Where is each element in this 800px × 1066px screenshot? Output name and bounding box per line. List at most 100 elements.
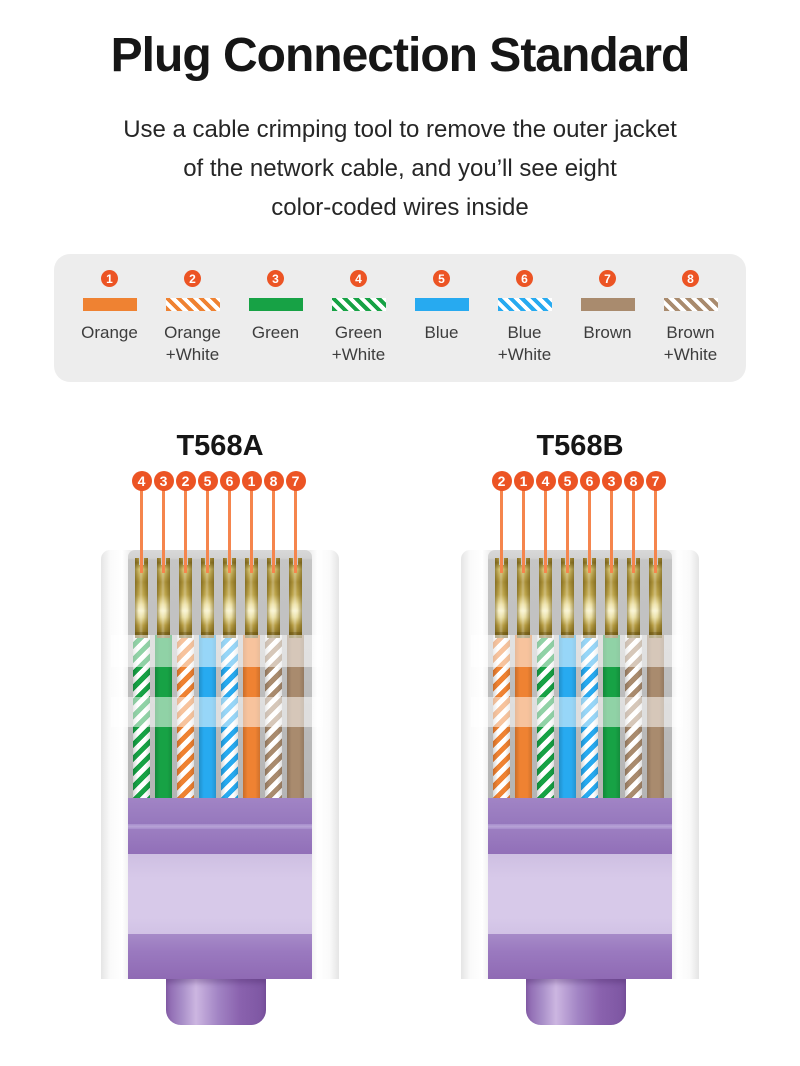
pin-number-badge: 4 xyxy=(535,471,556,491)
pin-number-badge: 5 xyxy=(557,471,578,491)
cable-jacket-band xyxy=(128,829,312,854)
cable-boot xyxy=(526,979,626,1025)
legend-label-line: Orange xyxy=(81,323,138,342)
legend-label-line: Green xyxy=(251,323,300,342)
pin-number-badge: 8 xyxy=(623,471,644,491)
plug-body xyxy=(461,550,699,979)
legend-label-line: +White xyxy=(497,345,552,364)
legend-label: Brown xyxy=(583,322,631,344)
pin-number-badge: 2 xyxy=(175,471,196,491)
legend-label: Green +White xyxy=(332,322,385,366)
cable-jacket-band xyxy=(488,798,672,824)
pin-leader-line xyxy=(206,490,209,573)
connector-title: T568A xyxy=(176,430,264,462)
pin-leader-line xyxy=(654,490,657,573)
pin-leader-line xyxy=(588,490,591,573)
pin-leader-line xyxy=(162,490,165,573)
pin-leader-line xyxy=(566,490,569,573)
page-subtitle: Use a cable crimping tool to remove the … xyxy=(0,110,800,227)
legend-label: Blue xyxy=(424,322,458,344)
wire-color-swatch xyxy=(497,298,552,311)
pin-number-badge: 8 xyxy=(263,471,284,491)
pin-leader-line xyxy=(522,490,525,573)
wire-number-badge: 6 xyxy=(516,270,533,287)
cable-jacket-band xyxy=(128,934,312,979)
pin-leader-line xyxy=(544,490,547,573)
legend-label: Brown +White xyxy=(664,322,717,366)
pin-leader-line xyxy=(228,490,231,573)
wire-number-badge: 8 xyxy=(682,270,699,287)
wire-number-badge: 7 xyxy=(599,270,616,287)
pin-leader-line xyxy=(250,490,253,573)
cable-jacket-band xyxy=(488,829,672,854)
pin-leader-line xyxy=(294,490,297,573)
cable-jacket-pale-band xyxy=(128,854,312,934)
legend-label-line: Brown xyxy=(666,323,715,342)
wire-number-badge: 3 xyxy=(267,270,284,287)
wire-color-swatch xyxy=(580,298,635,311)
legend-label-line: Blue xyxy=(507,323,542,342)
pin-leader-line xyxy=(184,490,187,573)
cable-jacket-line xyxy=(128,824,312,829)
legend-label-line: Green xyxy=(334,323,383,342)
subtitle-line: color-coded wires inside xyxy=(271,194,529,221)
subtitle-line: of the network cable, and you’ll see eig… xyxy=(183,155,617,182)
wire-color-swatch xyxy=(165,298,220,311)
pin-number-badge: 7 xyxy=(645,471,666,491)
cable-jacket-band xyxy=(488,934,672,979)
pin-leader-line xyxy=(272,490,275,573)
pin-number-badge: 4 xyxy=(131,471,152,491)
cable-jacket-band xyxy=(128,798,312,824)
pin-number-badge: 5 xyxy=(197,471,218,491)
legend-label-line: +White xyxy=(331,345,386,364)
pin-number-badge: 1 xyxy=(513,471,534,491)
pin-number-badge: 3 xyxy=(153,471,174,491)
page-title: Plug Connection Standard xyxy=(110,29,691,82)
highlight-band xyxy=(471,697,683,727)
plug-body xyxy=(101,550,339,979)
pin-leader-line xyxy=(610,490,613,573)
wire-color-swatch xyxy=(331,298,386,311)
highlight-band xyxy=(471,635,683,667)
legend-label-line: +White xyxy=(165,345,220,364)
pin-leader-line xyxy=(140,490,143,573)
wire-color-swatch xyxy=(414,298,469,311)
pin-leader-line xyxy=(500,490,503,573)
wire-number-badge: 1 xyxy=(101,270,118,287)
legend-label-line: Orange xyxy=(164,323,221,342)
wire-number-badge: 5 xyxy=(433,270,450,287)
wire-color-swatch xyxy=(248,298,303,311)
pin-number-badge: 3 xyxy=(601,471,622,491)
pin-number-badge: 6 xyxy=(219,471,240,491)
highlight-band xyxy=(111,697,323,727)
wire-color-swatch xyxy=(82,298,137,311)
legend-label-line: +White xyxy=(663,345,718,364)
legend-label: Green xyxy=(252,322,299,344)
legend-label-line: Blue xyxy=(424,323,459,342)
cable-jacket-pale-band xyxy=(488,854,672,934)
cable-boot xyxy=(166,979,266,1025)
subtitle-line: Use a cable crimping tool to remove the … xyxy=(123,116,677,143)
wire-color-swatch xyxy=(663,298,718,311)
connector-title: T568B xyxy=(536,430,624,462)
legend-label: Orange xyxy=(81,322,138,344)
pin-number-badge: 6 xyxy=(579,471,600,491)
wire-number-badge: 2 xyxy=(184,270,201,287)
legend-label-line: Brown xyxy=(583,323,632,342)
pin-number-badge: 1 xyxy=(241,471,262,491)
pin-number-badge: 7 xyxy=(285,471,306,491)
pin-number-badge: 2 xyxy=(491,471,512,491)
wire-number-badge: 4 xyxy=(350,270,367,287)
highlight-band xyxy=(111,635,323,667)
